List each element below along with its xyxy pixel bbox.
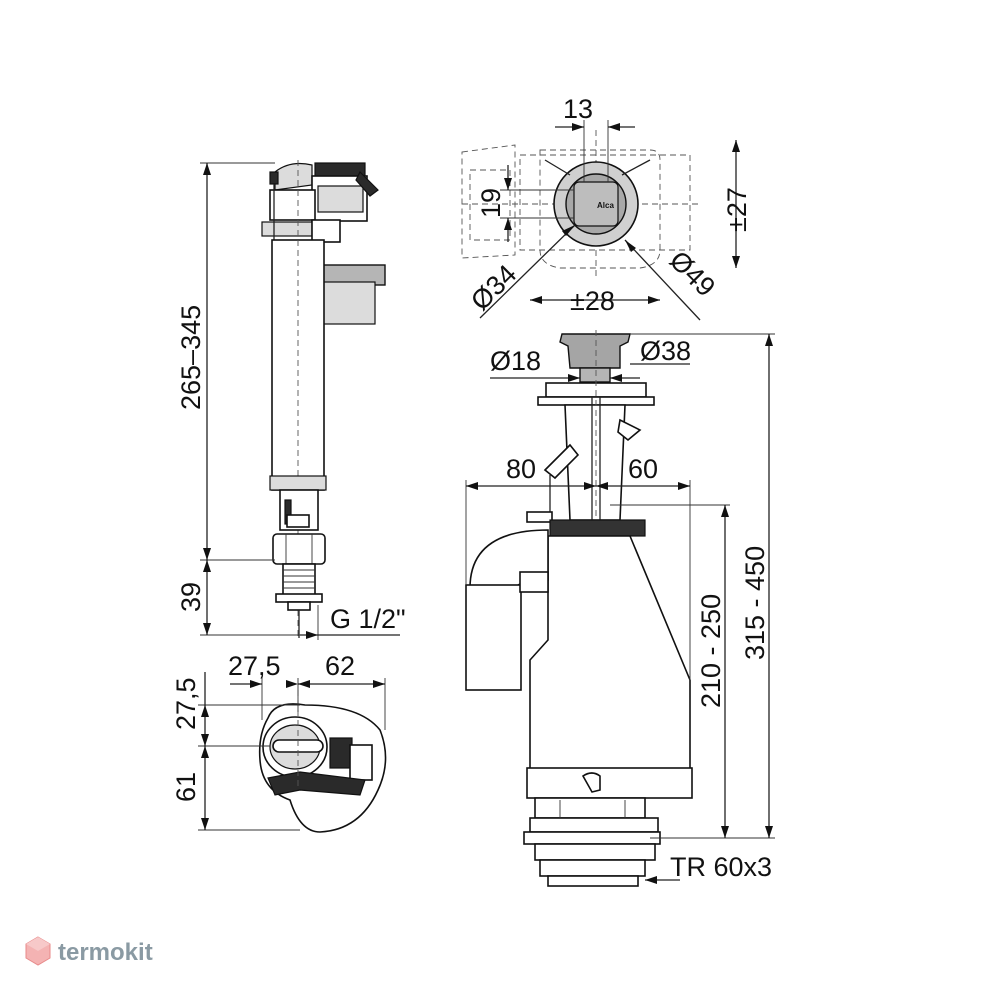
fill-valve-dimensions [200,162,400,640]
button-travel-label: ±27 [722,187,752,232]
top-view-depth-a-label: 27,5 [171,677,201,730]
top-view-depth-b-label: 61 [171,772,201,802]
fill-valve-height-label: 265–345 [176,305,206,410]
button-outer-diameter-label: Ø49 [664,245,721,302]
fill-valve-top-dimensions [198,672,386,831]
flush-thread-label: TR 60x3 [670,852,772,882]
right-reach-label: 60 [628,454,658,484]
button-inner-diameter-label: Ø34 [465,259,522,316]
top-view-width-label: 62 [325,651,355,681]
button-spacing-label: ±28 [570,286,615,316]
cap-diameter-label: Ø38 [640,336,691,366]
left-reach-label: 80 [506,454,536,484]
fill-valve-thread-length-label: 39 [176,582,206,612]
fill-valve-side-view [261,160,386,640]
flush-button-top-view: Alca [461,120,740,321]
watermark-text: termokit [58,939,153,966]
fill-valve-thread-label: G 1/2" [330,604,406,634]
fill-valve-top-view [258,690,387,833]
flush-valve-dimensions [465,333,775,884]
button-logo: Alca [597,201,614,210]
flush-valve-side-view [465,330,693,890]
button-width-label: 13 [563,94,593,124]
stem-diameter-label: Ø18 [490,346,541,376]
button-height-label: 19 [476,188,506,218]
termokit-logo: termokit [25,936,153,966]
total-range-label: 315 - 450 [740,546,770,660]
overflow-range-label: 210 - 250 [696,594,726,708]
top-view-offset-label: 27,5 [228,651,281,681]
